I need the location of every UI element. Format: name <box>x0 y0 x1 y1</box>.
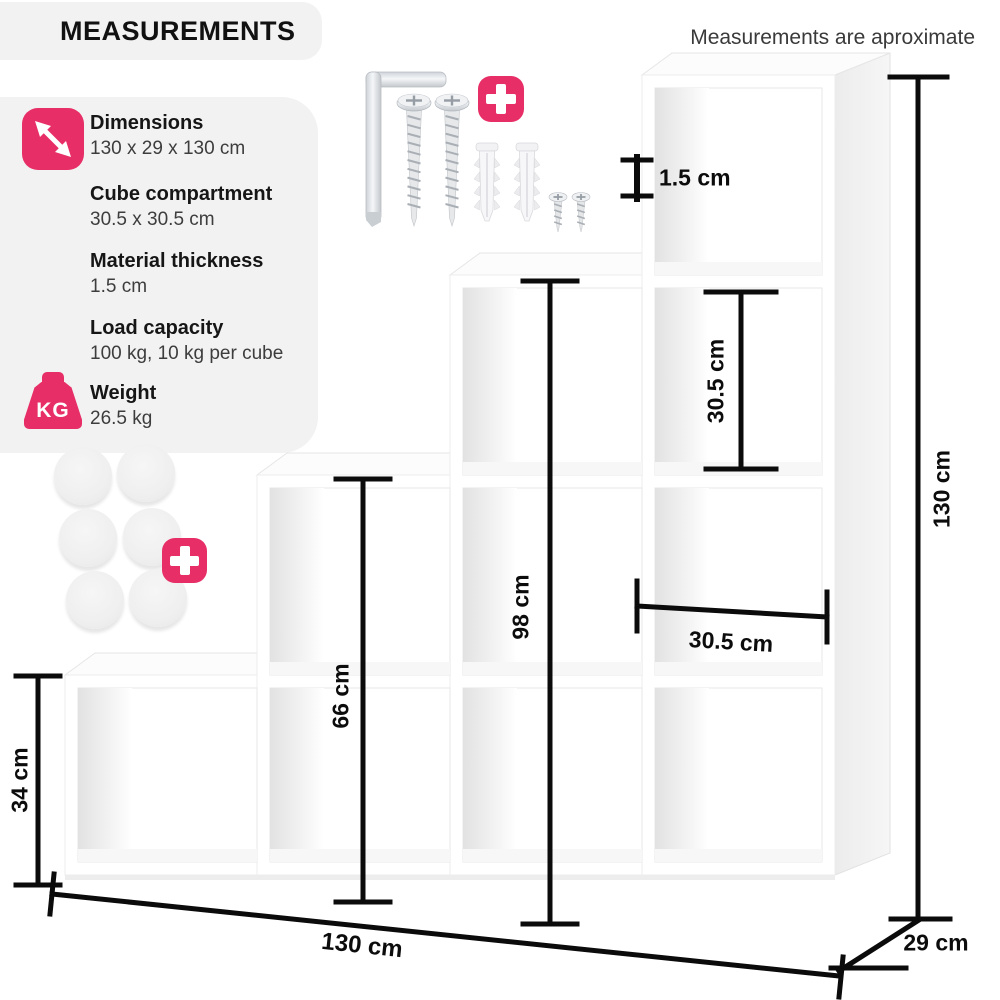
page-title: MEASUREMENTS <box>60 16 296 46</box>
kg-badge-text: KG <box>36 399 70 422</box>
spec-row-load-capacity: Load capacity 100 kg, 10 kg per cube <box>90 315 350 367</box>
title-bubble <box>0 2 322 60</box>
plus-icon <box>162 538 207 583</box>
dim-label-h3: 98 cm <box>507 574 534 640</box>
spec-label: Load capacity <box>90 317 224 339</box>
small-screws-icon <box>548 192 591 233</box>
dim-label-cube-width: 30.5 cm <box>688 626 774 657</box>
allen-key-icon <box>365 71 447 227</box>
felt-pad <box>59 509 117 567</box>
weight-kg-icon: KG <box>24 372 82 430</box>
spec-label: Dimensions <box>90 112 204 134</box>
felt-pad <box>54 447 112 505</box>
felt-pad <box>66 571 124 629</box>
dim-cap <box>836 954 846 1000</box>
dim-line-width <box>49 891 842 979</box>
spec-row-material-thickness: Material thickness 1.5 cm <box>90 248 350 300</box>
dim-label-width: 130 cm <box>320 927 404 964</box>
wall-plugs-icon <box>473 142 541 222</box>
spec-row-dimensions: Dimensions 130 x 29 x 130 cm <box>90 110 350 162</box>
spec-label: Material thickness <box>90 250 264 272</box>
dim-label-h1: 34 cm <box>6 747 33 813</box>
plus-icon <box>478 76 524 122</box>
spec-value: 130 x 29 x 130 cm <box>90 138 246 159</box>
spec-value: 100 kg, 10 kg per cube <box>90 343 284 364</box>
spec-value: 30.5 x 30.5 cm <box>90 209 215 230</box>
dimensions-arrow-icon <box>22 108 84 170</box>
dim-line-cube-width <box>634 603 830 620</box>
spec-value: 26.5 kg <box>90 408 153 429</box>
dim-label-thickness: 1.5 cm <box>659 164 731 191</box>
disclaimer-text: Measurements are aproximate <box>690 26 975 49</box>
spec-value: 1.5 cm <box>90 276 148 297</box>
spec-row-cube-compartment: Cube compartment 30.5 x 30.5 cm <box>90 181 350 233</box>
screws-icon <box>396 93 470 228</box>
dim-label-height: 130 cm <box>928 449 955 529</box>
dim-label-cube-height: 30.5 cm <box>702 338 729 424</box>
spec-label: Weight <box>90 382 157 404</box>
dim-label-depth: 29 cm <box>903 929 969 956</box>
dim-cap <box>47 871 57 917</box>
spec-row-weight: Weight 26.5 kg <box>90 380 350 432</box>
felt-pad <box>117 444 175 502</box>
dim-label-h2: 66 cm <box>327 663 354 729</box>
spec-label: Cube compartment <box>90 183 273 205</box>
